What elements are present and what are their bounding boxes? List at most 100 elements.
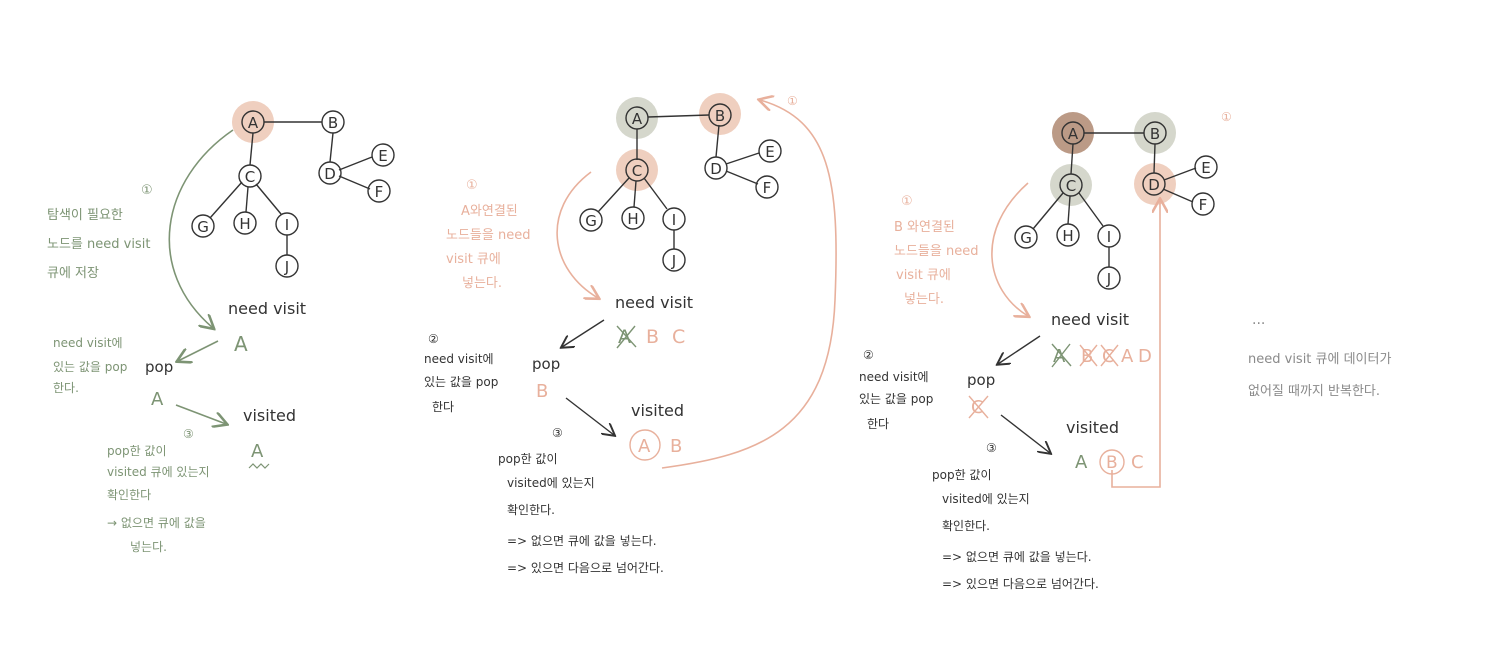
- graph-nodes: A B C D E F G H I J: [191, 110, 395, 278]
- step3-sub-1: → 없으면 큐에 값을: [107, 516, 206, 530]
- loop-arrow: [1111, 200, 1160, 488]
- need-visit-c: C: [672, 326, 685, 348]
- highlight-b: [699, 93, 741, 135]
- node-h: H: [627, 210, 638, 228]
- step1-line-1: A와연결된: [461, 204, 518, 219]
- step2-line-3: 한다: [867, 417, 889, 431]
- pop-value: A: [151, 389, 164, 410]
- node-e: E: [1201, 159, 1210, 177]
- graph-nodes: A B C D E F G H I J: [1014, 121, 1218, 290]
- step2-line-1: need visit에: [859, 370, 929, 384]
- node-c: C: [632, 162, 642, 180]
- need-visit-label: need visit: [228, 299, 306, 318]
- step1-line-4: 넣는다.: [904, 292, 944, 307]
- step2-number: ②: [863, 348, 874, 362]
- step3-line-2: visited 큐에 있는지: [107, 465, 210, 479]
- repeat-line-2: 없어질 때까지 반복한다.: [1248, 384, 1380, 399]
- node-a: A: [248, 114, 259, 132]
- node-i: I: [672, 211, 676, 229]
- pop-label: pop: [532, 355, 560, 373]
- strike-pop: [968, 395, 989, 419]
- step1-line-3: visit 큐에: [446, 252, 501, 267]
- loop-arrow: [661, 100, 837, 469]
- strike-a: [616, 325, 637, 349]
- node-b: B: [715, 107, 725, 125]
- graph-nodes: A B C D E F G H I J: [579, 103, 782, 272]
- need-visit-label: need visit: [615, 293, 693, 312]
- need-visit-b: B: [646, 326, 659, 348]
- ellipsis: ...: [1252, 312, 1265, 328]
- pop-arrow: [562, 319, 605, 347]
- need-visit-d: D: [1138, 346, 1152, 367]
- need-visit-value: A: [234, 332, 248, 356]
- strike-b: [1079, 344, 1098, 367]
- visited-label: visited: [243, 406, 296, 425]
- step2-line-2: 있는 값을 pop: [859, 392, 933, 406]
- node-j: J: [284, 258, 289, 276]
- step1-line-3: visit 큐에: [896, 268, 951, 283]
- node-c: C: [1066, 177, 1076, 195]
- step1-line-2: 노드들을 need: [894, 244, 978, 259]
- step3-number: ③: [986, 441, 997, 455]
- visited-a-circle: [629, 429, 661, 461]
- highlight-a: [232, 101, 274, 143]
- step2-line-3: 한다.: [53, 381, 79, 395]
- node-f: F: [763, 179, 772, 197]
- enqueue-arrow: [556, 171, 598, 298]
- visited-c: C: [1131, 452, 1144, 473]
- step2-number: ②: [428, 332, 439, 346]
- node-f: F: [1199, 196, 1208, 214]
- visited-value: A: [251, 441, 264, 462]
- visited-label: visited: [1066, 418, 1119, 437]
- highlight-a: [616, 97, 658, 139]
- node-j: J: [1106, 270, 1111, 288]
- squiggle: [248, 463, 270, 469]
- step2-line-1: need visit에: [424, 352, 494, 366]
- node-h: H: [239, 215, 250, 233]
- node-i: I: [285, 216, 289, 234]
- repeat-line-1: need visit 큐에 데이터가: [1248, 352, 1391, 367]
- step3-line-1: pop한 값이: [932, 468, 992, 482]
- node-g: G: [1020, 229, 1032, 247]
- step3-sub-2: => 있으면 다음으로 넘어간다.: [507, 561, 664, 575]
- visited-b: B: [1106, 453, 1118, 473]
- enqueue-arrow: [168, 129, 234, 328]
- visited-b-circle: [1099, 449, 1125, 475]
- step3-line-2: visited에 있는지: [942, 492, 1030, 506]
- step3-sub-2: => 있으면 다음으로 넘어간다.: [942, 577, 1099, 591]
- top-number: ①: [1221, 110, 1232, 124]
- step3-number: ③: [183, 427, 194, 441]
- panel-3: A B C D E F G H I J ① ① B 와연결된 노드들을 need…: [859, 110, 1232, 591]
- step3-line-2: visited에 있는지: [507, 476, 595, 490]
- step2-line-3: 한다: [432, 400, 454, 414]
- node-e: E: [378, 147, 387, 165]
- step1-number: ①: [141, 183, 153, 198]
- node-a: A: [1068, 125, 1079, 143]
- step1-line-1: B 와연결된: [894, 220, 955, 235]
- step3-line-3: 확인한다.: [507, 503, 555, 517]
- step1-line-2: 노드들을 need: [446, 228, 530, 243]
- top-number: ①: [787, 94, 798, 108]
- node-d: D: [1148, 176, 1160, 194]
- step1-line-3: 큐에 저장: [47, 266, 99, 281]
- strike-c: [1100, 344, 1119, 367]
- step2-line-2: 있는 값을 pop: [424, 375, 498, 389]
- node-c: C: [245, 168, 255, 186]
- step1-line-2: 노드를 need visit: [47, 237, 150, 252]
- pop-label: pop: [967, 371, 995, 389]
- need-visit-a2: A: [1121, 346, 1134, 367]
- panel-1: A B C D E F G H I J ① 탐색이 필요한 노드를 need v…: [47, 101, 395, 554]
- pop-arrow: [178, 340, 219, 361]
- highlight-b: [1134, 112, 1176, 154]
- step2-line-1: need visit에: [53, 336, 123, 350]
- step2-line-2: 있는 값을 pop: [53, 360, 127, 374]
- visited-arrow: [175, 404, 226, 424]
- visited-arrow: [1000, 414, 1050, 453]
- strike-a1: [1051, 343, 1072, 368]
- step1-line-1: 탐색이 필요한: [47, 208, 123, 223]
- need-visit-label: need visit: [1051, 310, 1129, 329]
- graph-edges: [1032, 132, 1197, 267]
- pop-arrow: [998, 335, 1041, 364]
